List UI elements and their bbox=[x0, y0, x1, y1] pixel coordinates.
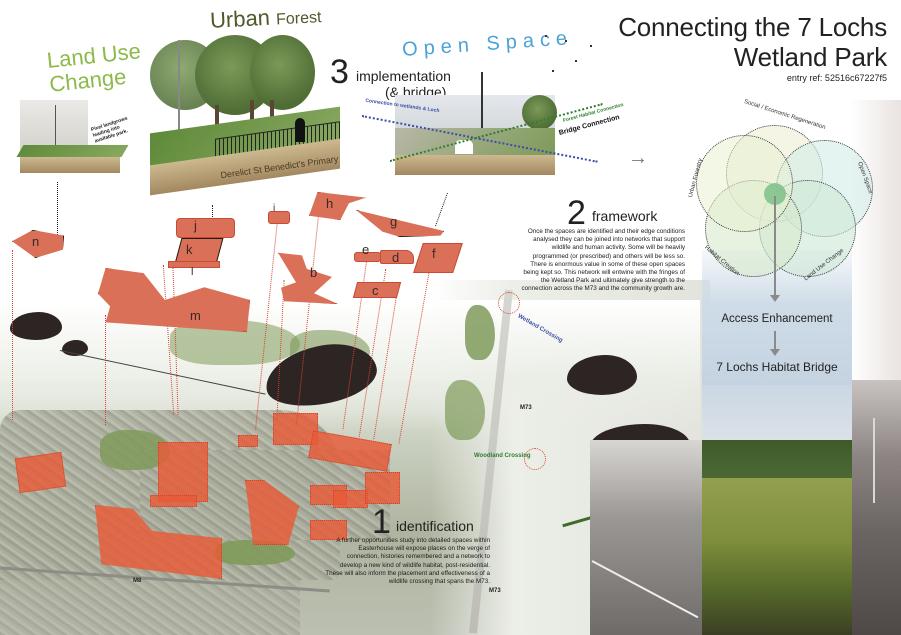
site-photo-bw-right bbox=[852, 380, 901, 635]
site-label-j: j bbox=[194, 218, 197, 233]
floating-site-h[interactable] bbox=[309, 192, 366, 220]
m73-label-lower: M73 bbox=[489, 588, 501, 594]
step-1-number: 1 bbox=[372, 503, 391, 541]
urban-forest-heading: Urban Forest bbox=[209, 2, 322, 34]
floating-site-d[interactable] bbox=[380, 250, 414, 264]
lamp-post bbox=[873, 418, 875, 503]
land-use-note: Pixel landgrows leading into available p… bbox=[90, 115, 129, 145]
site-photo-grass bbox=[702, 478, 852, 635]
tree-trunk bbox=[250, 100, 254, 135]
arrow-down-icon bbox=[770, 349, 780, 356]
step-3-number: 3 bbox=[330, 53, 349, 91]
floating-site-l[interactable] bbox=[168, 261, 220, 268]
arrow-down-icon bbox=[770, 295, 780, 302]
lamp-post bbox=[481, 72, 483, 130]
woodland-crossing-label: Woodland Crossing bbox=[474, 453, 531, 459]
tree bbox=[522, 95, 557, 130]
site-f[interactable] bbox=[365, 472, 400, 504]
site-label-f: f bbox=[432, 246, 436, 261]
site-label-b: b bbox=[310, 265, 318, 280]
woodland-patch bbox=[465, 305, 495, 360]
floating-site-i[interactable] bbox=[268, 211, 290, 224]
bird bbox=[575, 60, 577, 62]
step-2-text: Once the spaces are identified and their… bbox=[521, 228, 685, 293]
venn-center bbox=[764, 183, 786, 205]
bird bbox=[590, 45, 592, 47]
title-line-2: Wetland Park bbox=[733, 42, 887, 72]
lamp-post bbox=[178, 40, 180, 145]
floating-site-b[interactable] bbox=[278, 252, 338, 304]
habitat-bridge-label: 7 Lochs Habitat Bridge bbox=[716, 360, 838, 374]
step-1-text: A further opportunities study into detai… bbox=[325, 537, 490, 586]
scene-grass bbox=[395, 128, 555, 158]
tenement-building bbox=[20, 100, 88, 152]
site-label-h: h bbox=[326, 196, 334, 211]
site-label-m: m bbox=[190, 308, 201, 323]
people-silhouettes bbox=[455, 140, 473, 154]
m73-label-upper: M73 bbox=[520, 405, 532, 411]
site-k[interactable] bbox=[158, 442, 208, 502]
flow-arrow-shaft bbox=[774, 196, 776, 296]
step-2-label: framework bbox=[592, 208, 658, 224]
site-label-c: c bbox=[372, 283, 379, 298]
person-silhouette bbox=[295, 118, 305, 142]
loch bbox=[10, 312, 62, 340]
site-label-k: k bbox=[186, 242, 193, 257]
projection-line bbox=[105, 315, 106, 425]
m8-label: M8 bbox=[133, 578, 142, 584]
step-2-number: 2 bbox=[567, 194, 586, 232]
site-label-i: i bbox=[273, 203, 276, 214]
step-3-label: implementation bbox=[356, 68, 451, 84]
arrow-right-icon: → bbox=[628, 147, 648, 169]
flow-arrow-shaft bbox=[774, 331, 776, 351]
site-d[interactable] bbox=[333, 490, 368, 508]
floating-site-m[interactable] bbox=[98, 268, 250, 332]
floating-site-f[interactable] bbox=[413, 243, 463, 273]
heading-word: Urban bbox=[209, 4, 271, 33]
woodland-patch bbox=[445, 380, 485, 440]
floating-site-j[interactable] bbox=[176, 218, 235, 238]
site-label-e: e bbox=[362, 242, 370, 257]
scene-grass bbox=[16, 145, 129, 157]
title-line-1: Connecting the 7 Lochs bbox=[618, 12, 887, 42]
scene-soil bbox=[20, 157, 120, 173]
floating-site-g[interactable] bbox=[356, 210, 444, 237]
heading-word: Forest bbox=[275, 9, 322, 29]
projection-line-black bbox=[57, 182, 58, 237]
venn-circle-urban-forestry bbox=[696, 135, 793, 232]
access-enhancement-label: Access Enhancement bbox=[721, 313, 833, 325]
site-label-l: l bbox=[191, 266, 194, 278]
open-space-heading: Open Space bbox=[401, 27, 574, 61]
site-label-g: g bbox=[390, 214, 398, 229]
bird bbox=[565, 40, 567, 42]
page-title: Connecting the 7 Lochs Wetland Park bbox=[618, 12, 887, 72]
site-label-d: d bbox=[392, 250, 400, 265]
entry-ref: entry ref: 52516c67227f5 bbox=[786, 73, 887, 83]
site-i[interactable] bbox=[238, 435, 258, 447]
wetland-crossing-marker[interactable] bbox=[498, 292, 520, 314]
projection-line-black bbox=[435, 192, 448, 227]
bird bbox=[552, 70, 554, 72]
scene-soil bbox=[395, 155, 555, 175]
backdrop-gradient bbox=[850, 100, 901, 400]
site-label-n: n bbox=[32, 234, 40, 249]
projection-line bbox=[12, 250, 13, 420]
site-photo-bw-left bbox=[590, 440, 702, 635]
land-use-change-heading: Land Use Change bbox=[46, 38, 145, 97]
tree bbox=[250, 35, 315, 110]
site-n[interactable] bbox=[14, 451, 67, 494]
loch bbox=[567, 355, 637, 395]
step-1-label: identification bbox=[396, 518, 474, 534]
site-c2[interactable] bbox=[310, 520, 347, 540]
site-l[interactable] bbox=[150, 495, 197, 507]
lamp-post bbox=[55, 105, 56, 165]
bird bbox=[545, 35, 547, 37]
woodland-crossing-marker[interactable] bbox=[524, 448, 546, 470]
site-photo-trees bbox=[702, 440, 852, 480]
